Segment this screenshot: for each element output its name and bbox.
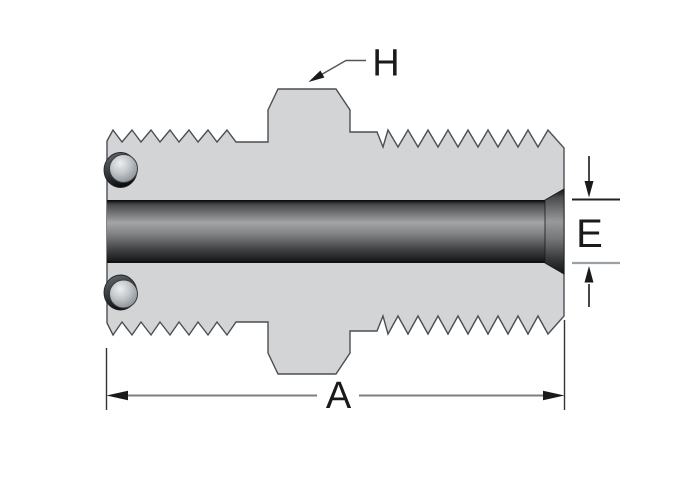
- oring-top: [103, 152, 138, 188]
- orifice-diameter-label: E: [576, 212, 603, 256]
- a-arrowhead-left-icon: [106, 390, 128, 401]
- bore-countersink: [544, 188, 565, 275]
- dimension-a: A: [105, 320, 566, 417]
- a-arrowhead-right-icon: [543, 390, 565, 401]
- oring-bottom: [103, 274, 138, 311]
- e-arrowhead-down-icon: [584, 181, 594, 198]
- h-leader-arrowhead-icon: [308, 70, 325, 82]
- e-arrowhead-up-icon: [584, 266, 594, 283]
- oring-top-sphere: [109, 154, 138, 183]
- overall-length-label: A: [326, 375, 352, 417]
- dimension-e: E: [572, 156, 620, 307]
- hex-flats-label: H: [372, 43, 399, 85]
- oring-bottom-sphere: [109, 279, 138, 309]
- dimension-h: H: [308, 43, 400, 85]
- bore-channel: [107, 200, 545, 263]
- h-leader-line: [311, 59, 366, 81]
